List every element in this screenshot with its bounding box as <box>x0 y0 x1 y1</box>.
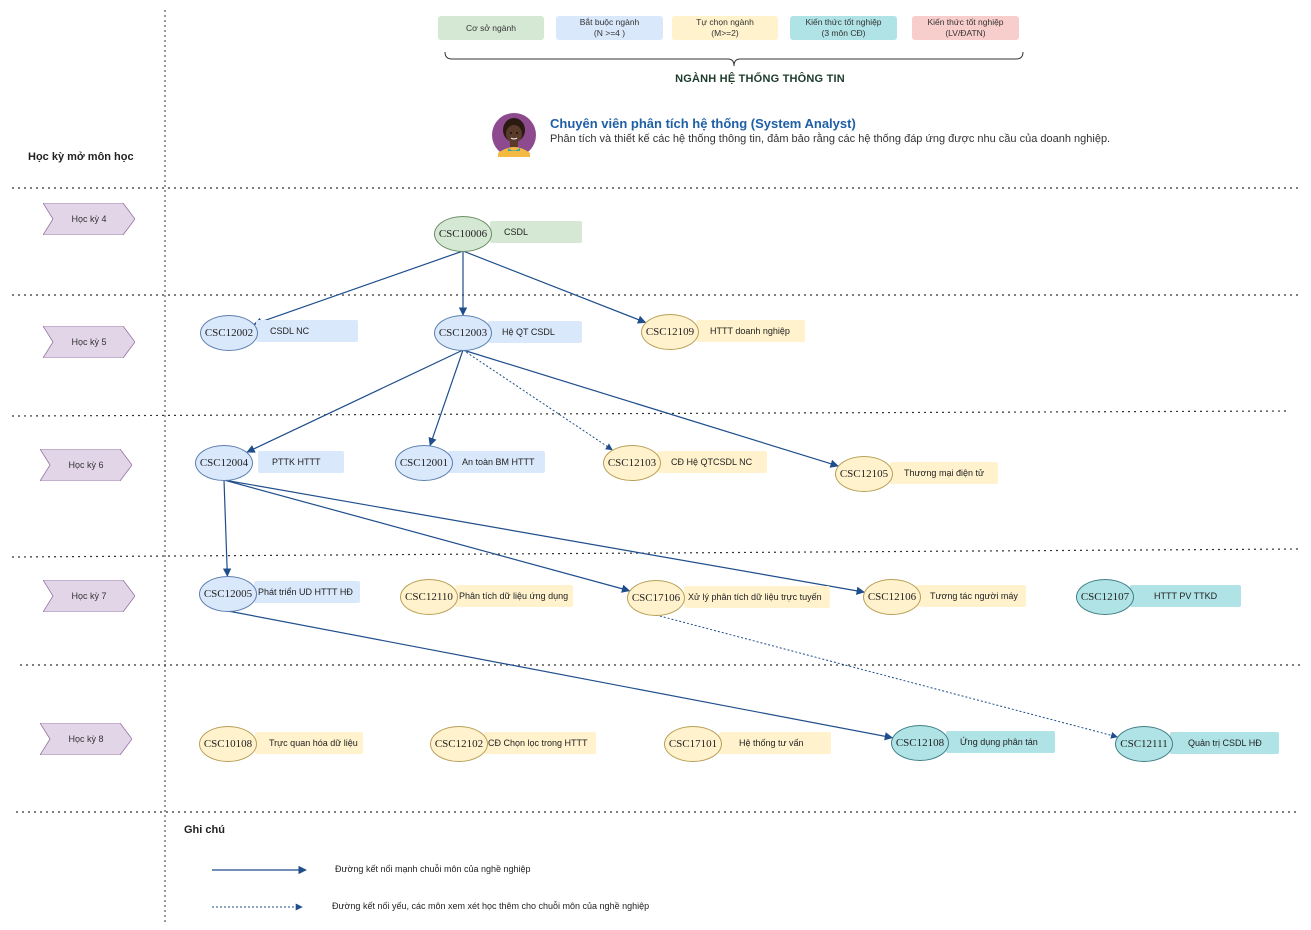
course-label: PTTK HTTT <box>258 451 344 473</box>
prerequisite-link-weak <box>655 614 1118 739</box>
semester-dividers <box>11 187 1301 813</box>
course-label: Hệ QT CSDL <box>488 321 582 343</box>
career-description: Phân tích và thiết kế các hệ thống thông… <box>550 133 1111 145</box>
course-label: HTTT PV TTKD <box>1130 585 1241 607</box>
course-label: Thương mại điện tử <box>890 462 998 484</box>
course-label: CSDL NC <box>256 320 358 342</box>
legend-chip-tot-nghiep-cd: Kiến thức tốt nghiệp (3 môn CĐ) <box>790 16 897 40</box>
prerequisite-link-strong <box>227 610 894 741</box>
notes-title: Ghi chú <box>184 824 225 836</box>
links-layer <box>222 250 1118 741</box>
semester-tag-8: Học kỳ 8 <box>40 723 132 755</box>
course-node[interactable]: CSC17101 <box>664 726 722 762</box>
legend-chip-co-so: Cơ sở ngành <box>438 16 544 40</box>
prerequisite-link-strong <box>222 479 232 577</box>
semester-column-header: Học kỳ mở môn học <box>28 151 134 163</box>
semester-label: Học kỳ 8 <box>68 734 104 744</box>
notes-strong-text: Đường kết nối mạnh chuỗi môn của nghề ng… <box>335 864 531 874</box>
legend-brace <box>444 51 1024 67</box>
semester-label: Học kỳ 7 <box>71 591 107 601</box>
legend-chip-tot-nghiep-lv: Kiến thức tốt nghiệp (LV/ĐATN) <box>912 16 1019 40</box>
course-label: Phát triển UD HTTT HĐ <box>254 581 360 603</box>
semester-tag-5: Học kỳ 5 <box>43 326 135 358</box>
course-node[interactable]: CSC12103 <box>603 445 661 481</box>
course-node[interactable]: CSC10006 <box>434 216 492 252</box>
prerequisite-link-strong <box>462 349 839 468</box>
prerequisite-link-strong <box>223 479 865 595</box>
course-node[interactable]: CSC12108 <box>891 725 949 761</box>
person-avatar-icon <box>492 113 536 157</box>
prerequisite-link-strong <box>223 479 631 593</box>
course-node[interactable]: CSC12003 <box>434 315 492 351</box>
course-label: CĐ Hệ QTCSDL NC <box>657 451 767 473</box>
semester-label: Học kỳ 5 <box>71 337 107 347</box>
course-label: CSDL <box>490 221 582 243</box>
course-node[interactable]: CSC12110 <box>400 579 458 615</box>
course-label: CĐ Chọn lọc trong HTTT <box>484 732 596 754</box>
program-title: NGÀNH HỆ THỐNG THÔNG TIN <box>675 73 845 85</box>
notes-weak-text: Đường kết nối yếu, các môn xem xét học t… <box>332 901 650 911</box>
semester-tag-7: Học kỳ 7 <box>43 580 135 612</box>
prerequisite-link-strong <box>462 250 647 324</box>
course-node[interactable]: CSC12004 <box>195 445 253 481</box>
course-node[interactable]: CSC12111 <box>1115 726 1173 762</box>
course-node[interactable]: CSC12105 <box>835 456 893 492</box>
semester-label: Học kỳ 4 <box>71 214 107 224</box>
course-label: Phân tích dữ liệu ứng dụng <box>455 585 573 607</box>
course-label: Ứng dụng phân tán <box>946 731 1055 753</box>
career-title: Chuyên viên phân tích hệ thống (System A… <box>550 116 856 131</box>
course-node[interactable]: CSC17106 <box>627 580 685 616</box>
course-node[interactable]: CSC12002 <box>200 315 258 351</box>
course-label: HTTT doanh nghiệp <box>696 320 805 342</box>
course-node[interactable]: CSC10108 <box>199 726 257 762</box>
course-node[interactable]: CSC12005 <box>199 576 257 612</box>
legend-chip-tu-chon: Tự chọn ngành (M>=2) <box>672 16 778 40</box>
divider-line <box>11 410 1291 417</box>
semester-tag-6: Học kỳ 6 <box>40 449 132 481</box>
course-label: Xử lý phân tích dữ liệu trực tuyến <box>684 586 830 608</box>
prerequisite-link-weak <box>462 349 613 451</box>
course-node[interactable]: CSC12107 <box>1076 579 1134 615</box>
prerequisite-link-strong <box>253 250 464 326</box>
semester-label: Học kỳ 6 <box>68 460 104 470</box>
legend-chip-bat-buoc: Bắt buộc ngành (N >=4 ) <box>556 16 663 40</box>
course-node[interactable]: CSC12109 <box>641 314 699 350</box>
course-label: An toàn BM HTTT <box>448 451 545 473</box>
course-label: Tương tác người máy <box>916 585 1026 607</box>
prerequisite-link-strong <box>428 349 464 447</box>
course-label: Hệ thống tư vấn <box>719 732 831 754</box>
course-node[interactable]: CSC12001 <box>395 445 453 481</box>
prerequisite-link-strong <box>246 349 464 453</box>
course-label: Quản trị CSDL HĐ <box>1170 732 1279 754</box>
course-node[interactable]: CSC12102 <box>430 726 488 762</box>
course-node[interactable]: CSC12106 <box>863 579 921 615</box>
semester-tag-4: Học kỳ 4 <box>43 203 135 235</box>
course-label: Trực quan hóa dữ liệu <box>255 732 363 754</box>
